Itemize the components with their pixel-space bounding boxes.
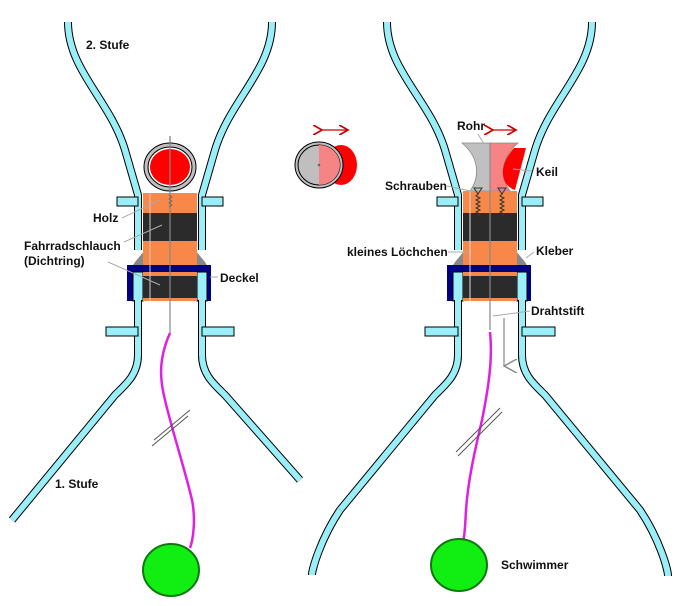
ball-valve-left [143, 136, 197, 192]
break-mark-left [151, 409, 191, 447]
label-pipe: Rohr [457, 119, 485, 133]
lower-flange-right [201, 326, 235, 337]
lower-bottle-left [8, 300, 303, 523]
upper-bottle-right [383, 21, 596, 250]
label-tube-seal-1: Fahrradschlauch [24, 239, 121, 253]
left-diagram: 2. Stufe 1. Stufe Holz Fahrradschlauch (… [8, 21, 303, 597]
screw-right [497, 187, 507, 217]
label-stage2: 2. Stufe [86, 38, 130, 52]
float-left [142, 543, 200, 597]
valve-plug-right [447, 143, 531, 330]
label-stage1: 1. Stufe [55, 477, 99, 491]
label-small-hole: kleines Löchchen [347, 245, 448, 259]
lower-flange-left [105, 326, 139, 337]
lower-bottle-right [308, 300, 672, 577]
label-wire-pin: Drahtstift [531, 304, 584, 318]
string-right [461, 331, 493, 542]
screw-left [473, 187, 483, 217]
float-right [430, 538, 488, 592]
label-tube-seal-2: (Dichtring) [24, 254, 85, 268]
upper-bottle-left [64, 21, 276, 250]
upper-flange-right [201, 196, 224, 207]
label-wood: Holz [93, 211, 118, 225]
break-mark-right [455, 407, 503, 457]
label-wedge: Keil [536, 165, 558, 179]
label-float: Schwimmer [501, 558, 569, 572]
label-glue: Kleber [536, 244, 574, 258]
string-left [159, 332, 196, 549]
valve-plug-left [127, 136, 211, 335]
label-screws: Schrauben [385, 179, 447, 193]
label-cap: Deckel [220, 271, 259, 285]
ball-detail [294, 130, 357, 189]
upper-flange-left [116, 196, 139, 207]
right-diagram: Rohr Keil Schrauben kleines Löchchen Kle… [308, 21, 672, 592]
